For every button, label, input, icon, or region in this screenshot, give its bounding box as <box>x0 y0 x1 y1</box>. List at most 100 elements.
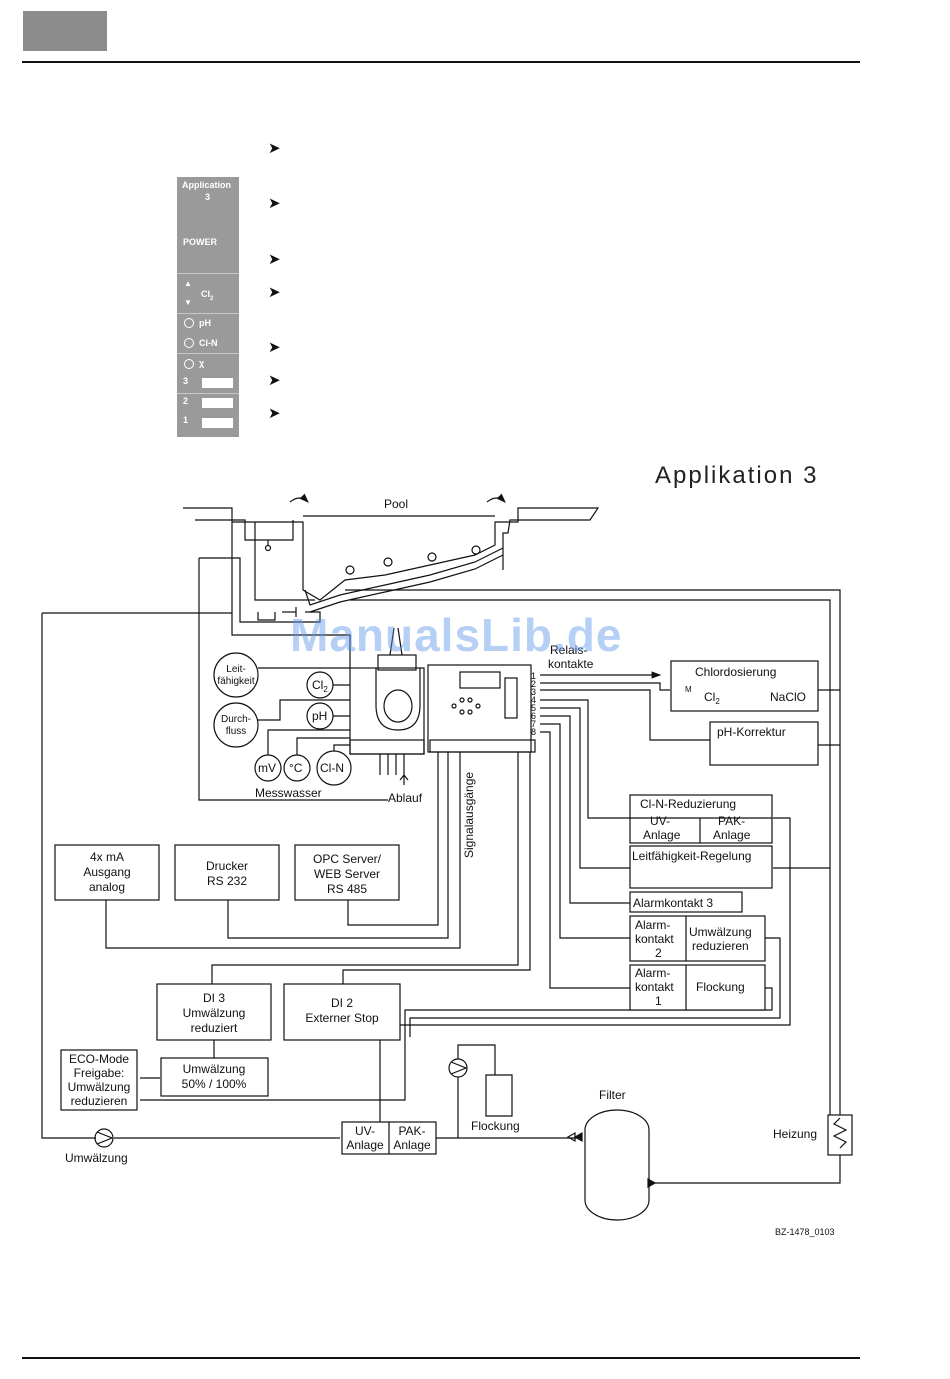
nozzle-icon <box>471 545 481 555</box>
relay-2-label: 2 <box>183 396 189 406</box>
opc-label-2: WEB Server <box>314 867 380 881</box>
flow-arrow-icon <box>289 493 309 503</box>
opc-label-3: RS 485 <box>327 882 367 896</box>
eco-label-1: ECO-Mode <box>69 1052 129 1066</box>
pool-label: Pool <box>384 497 408 511</box>
alarm1-label-2: kontakt <box>635 980 674 994</box>
uv-anlage-label-2: Anlage <box>643 828 681 842</box>
uv-bottom-label-1: UV- <box>355 1124 375 1138</box>
panel-title-number: 3 <box>205 192 211 202</box>
alarm2-label-2: kontakt <box>635 932 674 946</box>
umw-label-1: Umwälzung <box>183 1062 246 1076</box>
uv-bottom-label-2: Anlage <box>346 1138 384 1152</box>
up-arrow-icon[interactable]: ▲ <box>184 279 192 288</box>
drawing-id: BZ-1478_0103 <box>775 1227 835 1237</box>
alarmkontakt1-box <box>629 964 766 1011</box>
ph-sensor-label: pH <box>312 709 327 723</box>
durchfluss-label-1: Durch- <box>221 714 251 725</box>
chlordosierung-box <box>670 660 819 712</box>
umwaelzung-reduzieren-label-1: Umwälzung <box>689 925 752 939</box>
bullet-arrow-icon: ➤ <box>268 250 281 268</box>
alarm2-label-3: 2 <box>655 946 662 960</box>
flockung-relay-label: Flockung <box>696 980 745 994</box>
pak-anlage-label-2: Anlage <box>713 828 751 842</box>
alarm2-label-1: Alarm- <box>635 918 670 932</box>
measuring-cell <box>349 667 425 755</box>
messwasser-label: Messwasser <box>255 786 322 800</box>
relais-label-1: Relais- <box>550 643 587 657</box>
ma-output-box <box>54 844 160 901</box>
ablauf-label: Ablauf <box>388 791 423 805</box>
pool-inner <box>195 519 294 541</box>
filter-vessel <box>584 1109 650 1221</box>
panel-divider <box>177 273 239 274</box>
bullet-arrow-icon: ➤ <box>268 404 281 422</box>
alarmkontakt3-label: Alarmkontakt 3 <box>633 896 713 910</box>
bottom-rule <box>22 1357 860 1359</box>
pak-bottom-label-1: PAK- <box>398 1124 425 1138</box>
opc-server-box <box>294 844 400 901</box>
pak-bottom-label-2: Anlage <box>393 1138 431 1152</box>
nozzle-icon <box>427 552 437 562</box>
cl2-sensor-label: Cl2 <box>312 678 328 694</box>
alarmkontakt3-box <box>629 891 743 913</box>
umwaelzung-pump-label: Umwälzung <box>65 1151 128 1165</box>
filter-label: Filter <box>599 1088 626 1102</box>
down-arrow-icon[interactable]: ▼ <box>184 298 192 307</box>
relay-3-label: 3 <box>183 376 189 386</box>
relay-number: 4 <box>531 695 536 705</box>
chlordosierung-label: Chlordosierung <box>695 665 776 679</box>
leitfaehigkeit-regelung-label: Leitfähigkeit-Regelung <box>632 849 751 863</box>
panel-title: Application <box>182 180 231 190</box>
diagram-title: Applikation 3 <box>655 462 819 489</box>
di2-box <box>283 983 401 1041</box>
flockung-tank-label: Flockung <box>471 1119 520 1133</box>
di3-box <box>156 983 272 1041</box>
relay-number: 7 <box>531 719 536 729</box>
relay-number: 8 <box>531 727 536 737</box>
top-rule <box>22 61 860 63</box>
nozzle-icon <box>345 565 355 575</box>
relais-label-2: kontakte <box>548 657 594 671</box>
panel-divider <box>177 393 239 394</box>
relay-number: 2 <box>531 679 536 689</box>
panel-ph-label: pH <box>199 318 211 328</box>
chlor-cl2-label: Cl2 <box>704 690 720 706</box>
umw-label-2: 50% / 100% <box>182 1077 247 1091</box>
chlor-motor-label: M <box>685 685 692 694</box>
umwaelzung-reduzieren-label-2: reduzieren <box>692 939 749 953</box>
di2-label-2: Externer Stop <box>305 1011 379 1025</box>
panel-power-label: POWER <box>183 237 218 247</box>
flocculant-tank <box>485 1074 513 1117</box>
bullet-arrow-icon: ➤ <box>268 338 281 356</box>
mv-sensor-label: mV <box>258 761 276 775</box>
opc-label-1: OPC Server/ <box>313 852 382 866</box>
return-line <box>41 613 96 1139</box>
panel-cl-label: Cl2 <box>201 289 214 302</box>
pak-anlage-label-1: PAK- <box>718 814 745 828</box>
eco-label-3: Umwälzung <box>68 1080 131 1094</box>
flow-arrow-icon <box>486 493 506 503</box>
device-panel: Application 3 POWER ▲ Cl2 ▼ pH Cl-N χ 3 … <box>177 177 239 437</box>
ph-korrektur-box <box>709 721 819 766</box>
signalausgaenge-label: Signalausgänge <box>462 772 476 858</box>
ph-korrektur-label: pH-Korrektur <box>717 725 786 739</box>
cln-sensor-label: Cl-N <box>320 761 344 775</box>
alarm1-label-1: Alarm- <box>635 966 670 980</box>
flow-sensor <box>213 702 259 748</box>
cln-reduzierung-label: Cl-N-Reduzierung <box>640 797 736 811</box>
temperature-sensor-label: °C <box>289 761 303 775</box>
ma-label-1: 4x mA <box>90 850 124 864</box>
cell-head <box>377 654 417 671</box>
alarm1-label-3: 1 <box>655 994 662 1008</box>
cln-led-icon <box>184 338 194 348</box>
panel-divider <box>177 353 239 354</box>
panel-x-label: χ <box>199 358 205 368</box>
heater-icon <box>827 1114 853 1156</box>
cln-reduzierung-box <box>629 794 773 844</box>
bullet-arrow-icon: ➤ <box>268 139 281 157</box>
ph-led-icon <box>184 318 194 328</box>
bullet-arrow-icon: ➤ <box>268 283 281 301</box>
cell-vessel <box>375 668 421 731</box>
